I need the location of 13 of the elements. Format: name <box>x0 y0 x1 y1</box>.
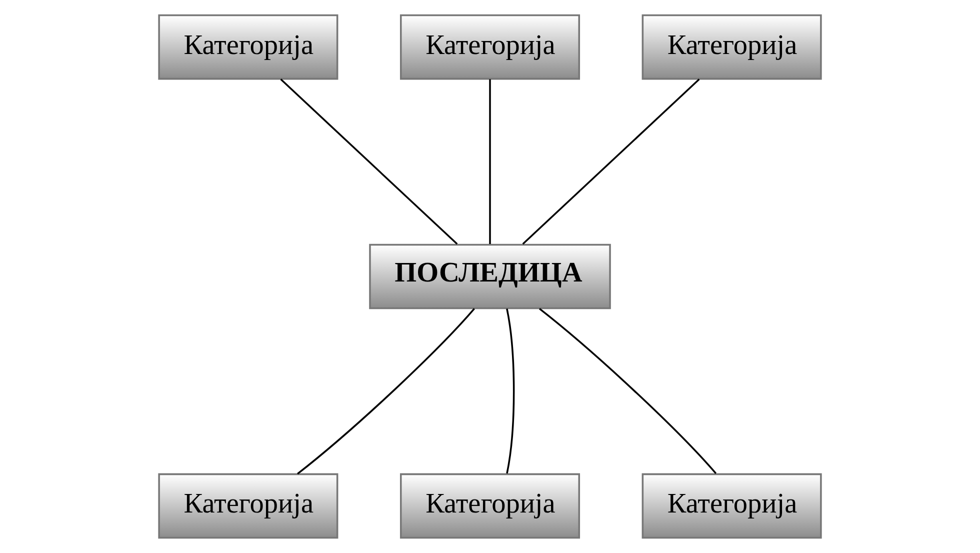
node-box: Категорија <box>158 473 338 539</box>
node-box: Категорија <box>642 14 822 80</box>
node-box: Категорија <box>642 473 822 539</box>
connector <box>297 308 475 475</box>
node-box: Категорија <box>400 473 580 539</box>
connector <box>522 78 700 245</box>
node-box: Категорија <box>400 14 580 80</box>
connector <box>506 308 515 474</box>
node-box: Категорија <box>158 14 338 80</box>
connector <box>538 308 717 474</box>
node-box: ПОСЛЕДИЦА <box>369 244 611 310</box>
connector <box>489 79 491 244</box>
connector <box>280 78 458 245</box>
